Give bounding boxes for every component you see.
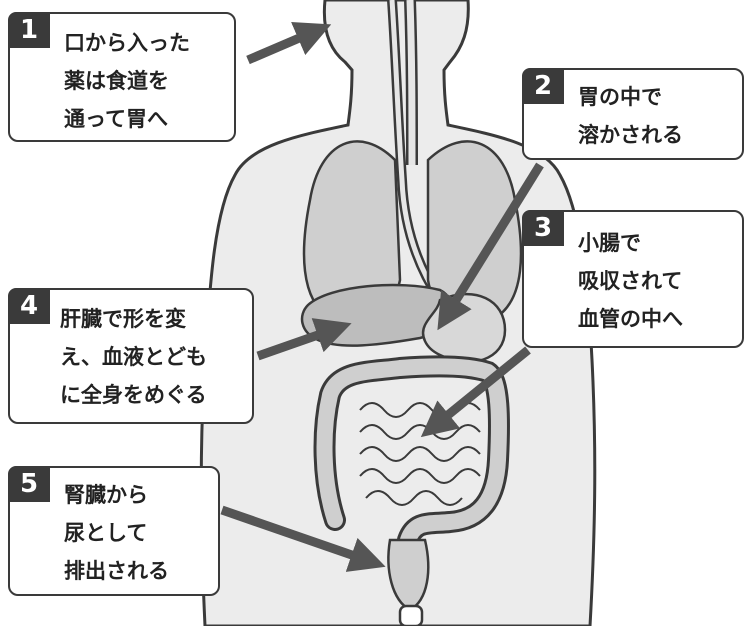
- callout-3-line-3: 血管の中へ: [578, 300, 683, 338]
- arrow-1: [248, 30, 318, 60]
- callout-3-line-2: 吸収されて: [578, 262, 683, 300]
- callout-4-text: 肝臓で形を変 え、血液とども に全身をめぐる: [60, 300, 207, 414]
- callout-3: 3 小腸で 吸収されて 血管の中へ: [522, 210, 744, 348]
- callout-5-line-2: 尿として: [64, 514, 169, 552]
- callout-3-line-1: 小腸で: [578, 224, 683, 262]
- callout-1-text: 口から入った 薬は食道を 通って胃へ: [64, 24, 190, 138]
- callout-1-line-3: 通って胃へ: [64, 100, 190, 138]
- step-badge-3: 3: [522, 210, 564, 246]
- step-badge-2: 2: [522, 68, 564, 104]
- callout-2-text: 胃の中で 溶かされる: [578, 78, 683, 154]
- callout-4-line-1: 肝臓で形を変: [60, 300, 207, 338]
- callout-5-text: 腎臓から 尿として 排出される: [64, 476, 169, 590]
- callout-2: 2 胃の中で 溶かされる: [522, 68, 744, 160]
- trachea-inner: [410, 0, 412, 165]
- callout-4-line-2: え、血液とども: [60, 338, 207, 376]
- callout-1-line-2: 薬は食道を: [64, 62, 190, 100]
- step-badge-1: 1: [8, 12, 50, 48]
- urethra: [400, 606, 422, 626]
- step-badge-5: 5: [8, 466, 50, 502]
- callout-5-line-3: 排出される: [64, 552, 169, 590]
- step-badge-4: 4: [8, 288, 50, 324]
- callout-5-line-1: 腎臓から: [64, 476, 169, 514]
- callout-2-line-2: 溶かされる: [578, 116, 683, 154]
- callout-5: 5 腎臓から 尿として 排出される: [8, 466, 220, 596]
- callout-2-line-1: 胃の中で: [578, 78, 683, 116]
- callout-4: 4 肝臓で形を変 え、血液とども に全身をめぐる: [8, 288, 254, 424]
- callout-4-line-3: に全身をめぐる: [60, 376, 207, 414]
- callout-3-text: 小腸で 吸収されて 血管の中へ: [578, 224, 683, 338]
- callout-1: 1 口から入った 薬は食道を 通って胃へ: [8, 12, 236, 142]
- callout-1-line-1: 口から入った: [64, 24, 190, 62]
